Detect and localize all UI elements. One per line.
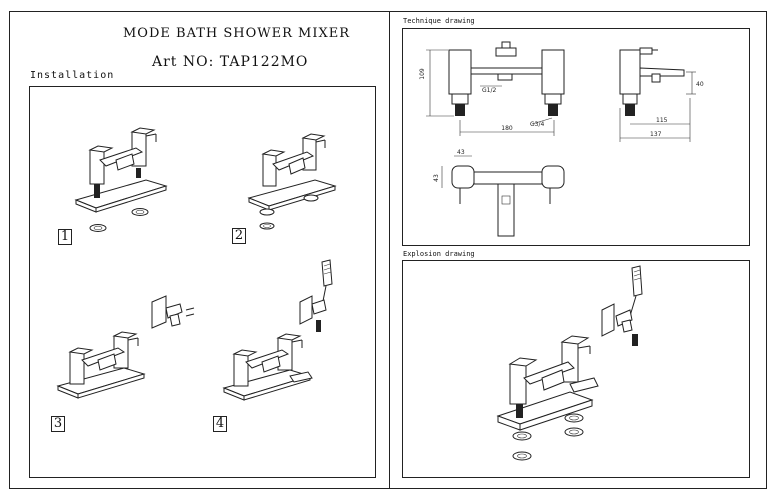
technique-drawing: 109 G1/2 G3/4 180 40 115 137 43 43	[419, 41, 704, 237]
step-3-marker: 3	[51, 416, 65, 432]
wall-bracket-illustration	[151, 295, 195, 329]
step-4-marker: 4	[213, 416, 227, 432]
step-4-illustration	[222, 333, 313, 401]
sheet-divider	[389, 11, 390, 489]
step-1-illustration	[74, 127, 168, 232]
installation-panel	[29, 86, 376, 478]
explosion-label: Explosion drawing	[403, 250, 475, 258]
dim-reach: 115	[656, 117, 668, 124]
dim-height: 109	[419, 68, 426, 80]
explosion-panel	[402, 260, 750, 478]
dim-top-depth: 43	[433, 174, 440, 182]
hand-shower-illustration	[299, 259, 333, 332]
dim-side-height: 40	[696, 81, 704, 88]
dim-thread-bottom: G3/4	[530, 121, 544, 128]
technique-label: Technique drawing	[403, 17, 475, 25]
step-3-illustration	[56, 331, 146, 399]
drawing-sheet	[9, 11, 767, 489]
installation-label: Installation	[30, 70, 115, 81]
technique-panel	[402, 28, 750, 246]
product-title: MODE BATH SHOWER MIXER	[123, 26, 351, 41]
dim-depth: 137	[650, 131, 662, 138]
step-2-marker: 2	[232, 228, 246, 244]
step-1-marker: 1	[58, 229, 72, 245]
dim-thread-top: G1/2	[482, 87, 496, 94]
article-number: Art NO: TAP122MO	[152, 54, 309, 70]
dim-centres: 180	[501, 125, 513, 132]
dim-top-width: 43	[457, 149, 465, 156]
step-2-illustration	[247, 133, 337, 230]
explosion-drawing	[496, 265, 643, 461]
